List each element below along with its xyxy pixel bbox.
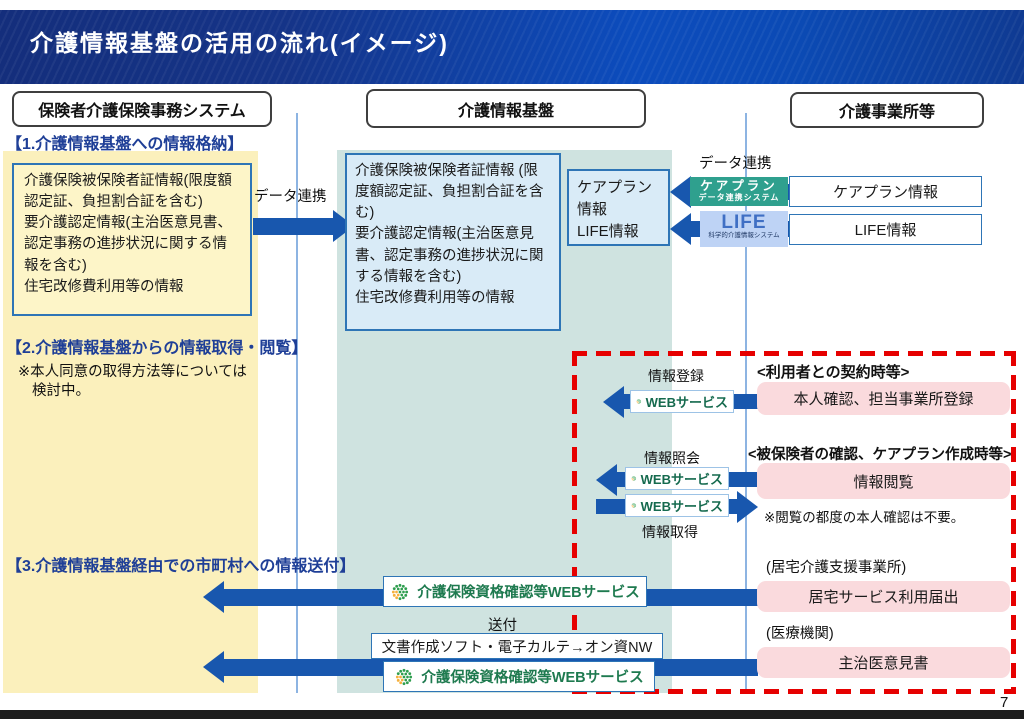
- platform-info-line: 介護保険被保険者証情報 (限度額認定証、負担割合証を含む): [355, 163, 544, 222]
- column-header-provider: 介護事業所等: [790, 92, 984, 128]
- careplan-badge-line2: データ連携システム: [698, 193, 780, 203]
- home-care-report-label: 居宅サービス利用届出: [808, 589, 959, 606]
- inquiry-label: 情報照会: [644, 450, 700, 466]
- life-info-label: LIFE情報: [854, 222, 917, 239]
- home-care-agency-label: (居宅介護支援事業所): [766, 560, 907, 576]
- arrow-register-head: [603, 386, 624, 418]
- careplan-data-link-system-badge: ケアプラン データ連携システム: [690, 177, 788, 206]
- arrow-acquire-head: [737, 491, 758, 523]
- careplan-badge-line1: ケアプラン: [700, 179, 778, 193]
- arrow-inquiry-head: [596, 464, 617, 496]
- web-service-label: WEBサービス: [645, 395, 728, 410]
- arrow-store-shaft: [253, 218, 333, 235]
- acquire-label: 情報取得: [642, 524, 698, 540]
- data-link-label-left: データ連携: [254, 189, 327, 205]
- information-view-label: 情報閲覧: [853, 473, 914, 491]
- arrow-life-head: [670, 213, 691, 245]
- web-service-label: WEBサービス: [640, 499, 723, 514]
- life-system-badge: LIFE 科学的介護情報システム: [700, 211, 788, 247]
- platform-info-box: 介護保険被保険者証情報 (限度額認定証、負担割合証を含む) 要介護認定情報(主治…: [345, 153, 561, 331]
- careplan-life-box: ケアプラン情報 LIFE情報: [567, 169, 670, 246]
- platform-info-line: 住宅改修費利用等の情報: [355, 289, 515, 306]
- send-label: 送付: [488, 618, 517, 634]
- web-globe-icon: [631, 503, 637, 508]
- column-header-platform: 介護情報基盤: [366, 89, 646, 128]
- careplan-info-box: ケアプラン情報: [789, 176, 982, 207]
- careplan-life-line: LIFE情報: [577, 222, 639, 240]
- web-globe-icon: [636, 399, 642, 404]
- insurer-info-line: 要介護認定情報(主治医意見書、認定事務の進捗状況に関する情報を含む): [24, 215, 232, 274]
- careplan-info-label: ケアプラン情報: [832, 184, 938, 201]
- doctor-opinion-box: 主治医意見書: [757, 647, 1010, 678]
- section2-heading: 【2.介護情報基盤からの情報取得・閲覧】: [6, 340, 308, 357]
- section2-note-line2: 検討中。: [32, 383, 90, 399]
- view-note: ※閲覧の都度の本人確認は不要。: [764, 510, 965, 525]
- column-header-insurer-label: 保険者介護保険事務システム: [38, 103, 246, 120]
- web-service-badge-register: WEBサービス: [630, 390, 734, 413]
- arrow-careplan-head: [670, 176, 691, 208]
- section3-heading: 【3.介護情報基盤経由での市町村への情報送付】: [6, 558, 356, 575]
- kaigo-web-service-badge-top: 介護保険資格確認等WEBサービス: [383, 576, 647, 607]
- red-dashed-frame-bottom: [572, 689, 1016, 694]
- web-globe-icon: [396, 668, 413, 685]
- page-title: 介護情報基盤の活用の流れ(イメージ): [30, 30, 449, 56]
- column-divider-left: [296, 113, 298, 693]
- bottom-bar: [0, 710, 1024, 719]
- section1-insurer-info-box: 介護保険被保険者証情報(限度額認定証、負担割合証を含む) 要介護認定情報(主治医…: [12, 163, 252, 316]
- life-badge-sub: 科学的介護情報システム: [708, 232, 780, 239]
- platform-info-line: 要介護認定情報(主治医意見書、認定事務の進捗状況に関する情報を含む): [355, 226, 544, 285]
- column-header-provider-label: 介護事業所等: [838, 104, 935, 121]
- register-label: 情報登録: [648, 368, 704, 384]
- kaigo-web-service-badge-bottom: 介護保険資格確認等WEBサービス: [383, 661, 655, 692]
- life-badge-main: LIFE: [721, 212, 767, 233]
- document-software-box: 文書作成ソフト・電子カルテ→オン資NW: [371, 633, 663, 659]
- information-view-box: 情報閲覧: [757, 463, 1010, 499]
- web-service-label: WEBサービス: [640, 472, 723, 487]
- header-bar: [0, 10, 1024, 84]
- column-header-insurer: 保険者介護保険事務システム: [12, 91, 272, 127]
- life-info-box: LIFE情報: [789, 214, 982, 245]
- document-software-label: 文書作成ソフト・電子カルテ→オン資NW: [381, 639, 653, 656]
- kaigo-web-service-label: 介護保険資格確認等WEBサービス: [421, 670, 644, 686]
- arrow-medical-head: [203, 651, 224, 683]
- doctor-opinion-label: 主治医意見書: [838, 655, 929, 672]
- medical-institution-label: (医療機関): [766, 626, 834, 642]
- web-service-badge-acquire: WEBサービス: [625, 494, 729, 517]
- red-dashed-frame-top: [572, 351, 1016, 356]
- web-globe-icon: [631, 476, 637, 481]
- identity-registration-box: 本人確認、担当事業所登録: [757, 382, 1010, 415]
- web-globe-icon: [392, 583, 409, 600]
- insurer-info-line: 介護保険被保険者証情報(限度額認定証、負担割合証を含む): [24, 173, 232, 211]
- view-heading: <被保険者の確認、ケアプラン作成時等>: [748, 447, 1012, 463]
- identity-registration-label: 本人確認、担当事業所登録: [793, 391, 974, 408]
- contract-heading: <利用者との契約時等>: [757, 364, 910, 381]
- arrow-homecare-head: [203, 581, 224, 613]
- careplan-life-line: ケアプラン情報: [577, 179, 653, 218]
- home-care-report-box: 居宅サービス利用届出: [757, 581, 1010, 612]
- data-link-label-right: データ連携: [699, 156, 772, 172]
- red-dashed-frame-left: [572, 351, 577, 694]
- kaigo-web-service-label: 介護保険資格確認等WEBサービス: [417, 585, 640, 601]
- section1-heading: 【1.介護情報基盤への情報格納】: [6, 136, 244, 153]
- insurer-info-line: 住宅改修費利用等の情報: [24, 278, 184, 295]
- page-number: 7: [1000, 694, 1009, 711]
- red-dashed-frame-right: [1011, 351, 1016, 694]
- section2-note-line1: ※本人同意の取得方法等については: [18, 364, 247, 380]
- web-service-badge-inquiry: WEBサービス: [625, 467, 729, 490]
- column-header-platform-label: 介護情報基盤: [457, 102, 554, 120]
